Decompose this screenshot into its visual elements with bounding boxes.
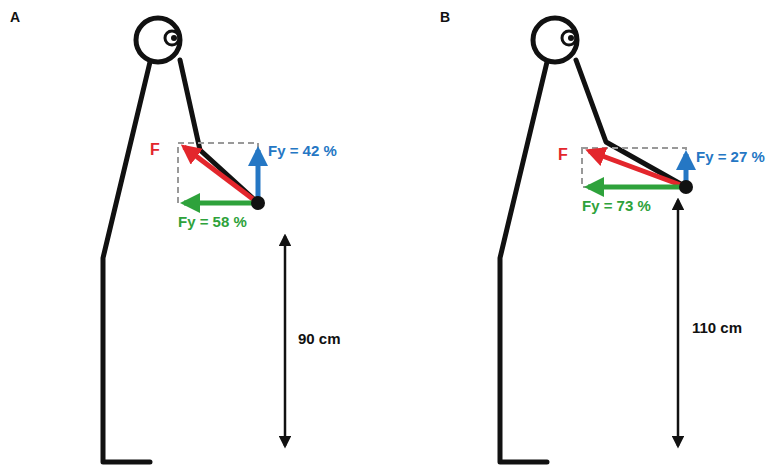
pupil <box>568 35 574 41</box>
dimension-label: 90 cm <box>298 331 341 348</box>
body-line <box>103 62 150 462</box>
component-label: Fy = 42 % <box>268 143 337 160</box>
hand-dot <box>251 196 265 210</box>
stick-figure-a <box>103 18 258 462</box>
horizontal-component-arrow <box>588 185 686 190</box>
component-label: Fy = 58 % <box>178 214 247 231</box>
height-dimension <box>677 200 680 446</box>
force-arrow <box>589 151 686 187</box>
panel-letter: A <box>10 10 20 25</box>
force-label: F <box>558 146 568 164</box>
pupil <box>171 35 177 41</box>
height-dimension <box>284 236 287 446</box>
stick-figure-b <box>500 18 686 462</box>
eye <box>562 31 576 45</box>
head <box>533 18 577 62</box>
head <box>136 18 180 62</box>
hand-dot <box>679 180 693 194</box>
arm-line <box>180 60 258 203</box>
eye <box>165 31 179 45</box>
component-label: Fy = 73 % <box>582 198 651 215</box>
panel-letter: B <box>440 10 450 25</box>
body-line <box>500 62 547 462</box>
dimension-label: 110 cm <box>692 320 742 337</box>
force-arrow <box>184 147 258 203</box>
component-box <box>178 143 258 203</box>
component-box <box>582 148 686 187</box>
force-label: F <box>150 141 160 159</box>
component-label: Fy = 27 % <box>696 149 765 166</box>
horizontal-component-arrow <box>184 201 258 206</box>
vertical-component-arrow <box>256 150 261 203</box>
arm-line <box>576 60 686 187</box>
